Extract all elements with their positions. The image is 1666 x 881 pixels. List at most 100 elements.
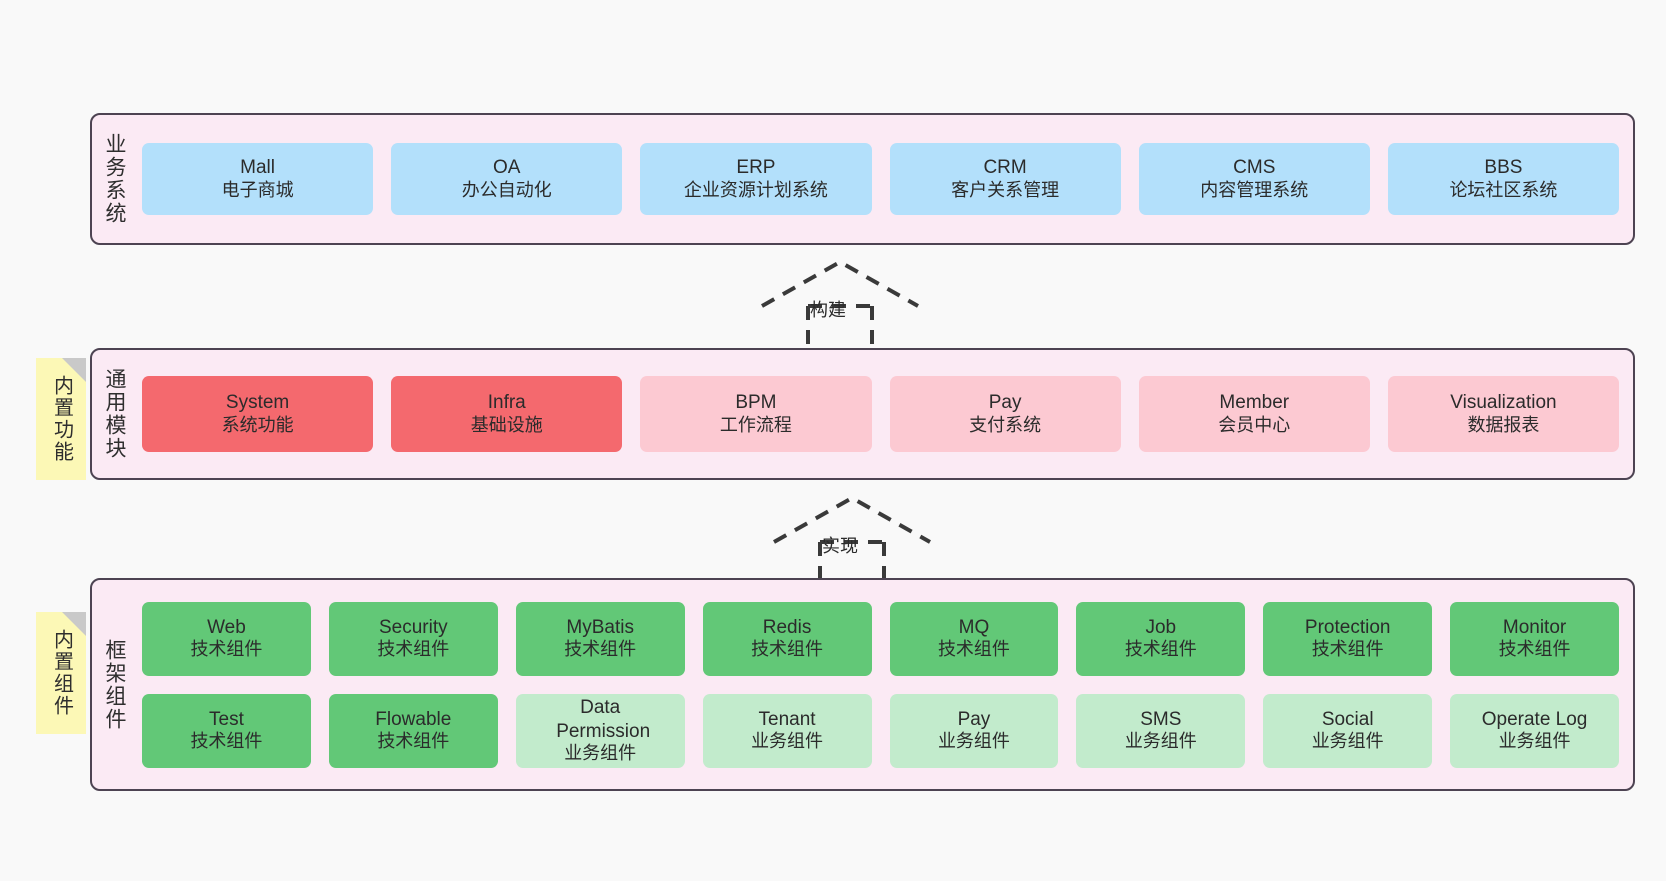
node-visualization[interactable]: Visualization 数据报表: [1387, 376, 1620, 452]
node-title: System: [225, 392, 290, 414]
node-subtitle: 技术组件: [1124, 639, 1197, 660]
layer-title-framework-component: 框架组件: [103, 638, 127, 731]
node-erp[interactable]: ERP 企业资源计划系统: [640, 143, 872, 215]
node-subtitle: 电子商城: [221, 179, 294, 200]
node-data-permission[interactable]: Data Permission 业务组件: [515, 693, 685, 768]
node-title: Infra: [487, 392, 526, 414]
node-redis[interactable]: Redis 技术组件: [702, 601, 872, 676]
node-protection[interactable]: Protection 技术组件: [1263, 601, 1433, 676]
node-title: Data Permission: [556, 697, 651, 742]
node-title: BPM: [735, 392, 777, 414]
sticky-note-builtin-function: 内置功能: [36, 358, 86, 480]
node-subtitle: 内容管理系统: [1200, 179, 1309, 200]
node-subtitle: 支付系统: [969, 414, 1042, 435]
node-subtitle: 技术组件: [564, 639, 637, 660]
node-subtitle: 业务组件: [751, 731, 824, 752]
node-title: MQ: [958, 616, 990, 638]
node-test[interactable]: Test 技术组件: [142, 693, 311, 768]
layer-body-common-module: System 系统功能 Infra 基础设施 BPM 工作流程 Pay 支付系统…: [136, 350, 1633, 478]
node-sms[interactable]: SMS 业务组件: [1076, 693, 1246, 768]
node-subtitle: 业务组件: [564, 742, 637, 763]
node-subtitle: 数据报表: [1467, 414, 1540, 435]
node-title: Pay: [957, 708, 991, 730]
folded-corner-icon: [62, 612, 86, 636]
node-subtitle: 办公自动化: [461, 179, 552, 200]
node-subtitle: 技术组件: [190, 731, 263, 752]
node-title: Monitor: [1502, 616, 1567, 638]
node-title: Tenant: [758, 708, 816, 730]
node-subtitle: 业务组件: [1498, 731, 1571, 752]
node-title: SMS: [1140, 708, 1182, 730]
node-subtitle: 企业资源计划系统: [683, 179, 828, 200]
layer-title-common-module: 通用模块: [103, 368, 127, 460]
node-bpm[interactable]: BPM 工作流程: [640, 376, 872, 452]
layer-business-system: 业务系统 Mall 电子商城 OA 办公自动化 ERP 企业资源计划系统 CRM…: [90, 113, 1635, 245]
node-title: Job: [1145, 616, 1177, 638]
node-title: MyBatis: [566, 616, 634, 638]
node-oa[interactable]: OA 办公自动化: [391, 143, 623, 215]
layer-row: Test 技术组件 Flowable 技术组件 Data Permission …: [142, 693, 1619, 768]
node-title: ERP: [736, 157, 776, 179]
node-tenant[interactable]: Tenant 业务组件: [702, 693, 872, 768]
layer-body-framework-component: Web 技术组件 Security 技术组件 MyBatis 技术组件 Redi…: [136, 580, 1633, 789]
sticky-note-builtin-component: 内置组件: [36, 612, 86, 734]
sticky-note-label: 内置组件: [50, 629, 73, 717]
node-member[interactable]: Member 会员中心: [1138, 376, 1370, 452]
node-mall[interactable]: Mall 电子商城: [142, 143, 374, 215]
node-title: Member: [1219, 392, 1290, 414]
connector-build: 构建: [760, 258, 920, 350]
node-title: Operate Log: [1481, 708, 1588, 730]
node-subtitle: 业务组件: [937, 731, 1010, 752]
node-system[interactable]: System 系统功能: [142, 376, 374, 452]
node-web[interactable]: Web 技术组件: [142, 601, 311, 676]
layer-common-module: 通用模块 System 系统功能 Infra 基础设施 BPM 工作流程 Pay…: [90, 348, 1635, 480]
node-subtitle: 技术组件: [1311, 639, 1384, 660]
node-mybatis[interactable]: MyBatis 技术组件: [515, 601, 685, 676]
node-pay[interactable]: Pay 支付系统: [889, 376, 1121, 452]
node-subtitle: 业务组件: [1311, 731, 1384, 752]
node-subtitle: 系统功能: [221, 414, 294, 435]
layer-title-business-system: 业务系统: [103, 133, 127, 225]
node-title: Redis: [762, 616, 812, 638]
node-infra[interactable]: Infra 基础设施: [391, 376, 623, 452]
node-title: Web: [207, 616, 246, 638]
node-mq[interactable]: MQ 技术组件: [889, 601, 1059, 676]
node-monitor[interactable]: Monitor 技术组件: [1450, 601, 1619, 676]
connector-label-implement: 实现: [822, 536, 858, 556]
layer-body-business-system: Mall 电子商城 OA 办公自动化 ERP 企业资源计划系统 CRM 客户关系…: [136, 115, 1633, 243]
node-security[interactable]: Security 技术组件: [328, 601, 498, 676]
connector-label-build: 构建: [810, 300, 846, 320]
node-title: Pay: [988, 392, 1022, 414]
layer-row: Mall 电子商城 OA 办公自动化 ERP 企业资源计划系统 CRM 客户关系…: [142, 143, 1620, 215]
node-subtitle: 技术组件: [377, 639, 450, 660]
node-title: CMS: [1233, 157, 1276, 179]
connector-implement: 实现: [772, 494, 932, 586]
node-subtitle: 会员中心: [1218, 414, 1291, 435]
node-title: OA: [493, 157, 521, 179]
node-title: Test: [209, 708, 244, 730]
node-title: CRM: [983, 157, 1027, 179]
node-title: Security: [378, 616, 448, 638]
node-subtitle: 论坛社区系统: [1449, 179, 1558, 200]
folded-corner-icon: [62, 358, 86, 382]
node-subtitle: 技术组件: [937, 639, 1010, 660]
node-subtitle: 工作流程: [719, 414, 792, 435]
node-bbs[interactable]: BBS 论坛社区系统: [1387, 143, 1620, 215]
node-subtitle: 技术组件: [751, 639, 824, 660]
node-job[interactable]: Job 技术组件: [1076, 601, 1246, 676]
node-flowable[interactable]: Flowable 技术组件: [328, 693, 498, 768]
node-subtitle: 技术组件: [377, 731, 450, 752]
node-title: Flowable: [375, 708, 452, 730]
node-social[interactable]: Social 业务组件: [1263, 693, 1433, 768]
node-cms[interactable]: CMS 内容管理系统: [1138, 143, 1370, 215]
node-title: Visualization: [1450, 392, 1557, 414]
node-operate-log[interactable]: Operate Log 业务组件: [1450, 693, 1619, 768]
node-title: BBS: [1484, 157, 1523, 179]
node-title: Mall: [240, 157, 275, 179]
node-subtitle: 技术组件: [190, 639, 263, 660]
node-crm[interactable]: CRM 客户关系管理: [889, 143, 1121, 215]
generalization-arrow-icon: [761, 259, 919, 350]
node-subtitle: 技术组件: [1498, 639, 1571, 660]
node-pay-business[interactable]: Pay 业务组件: [889, 693, 1059, 768]
